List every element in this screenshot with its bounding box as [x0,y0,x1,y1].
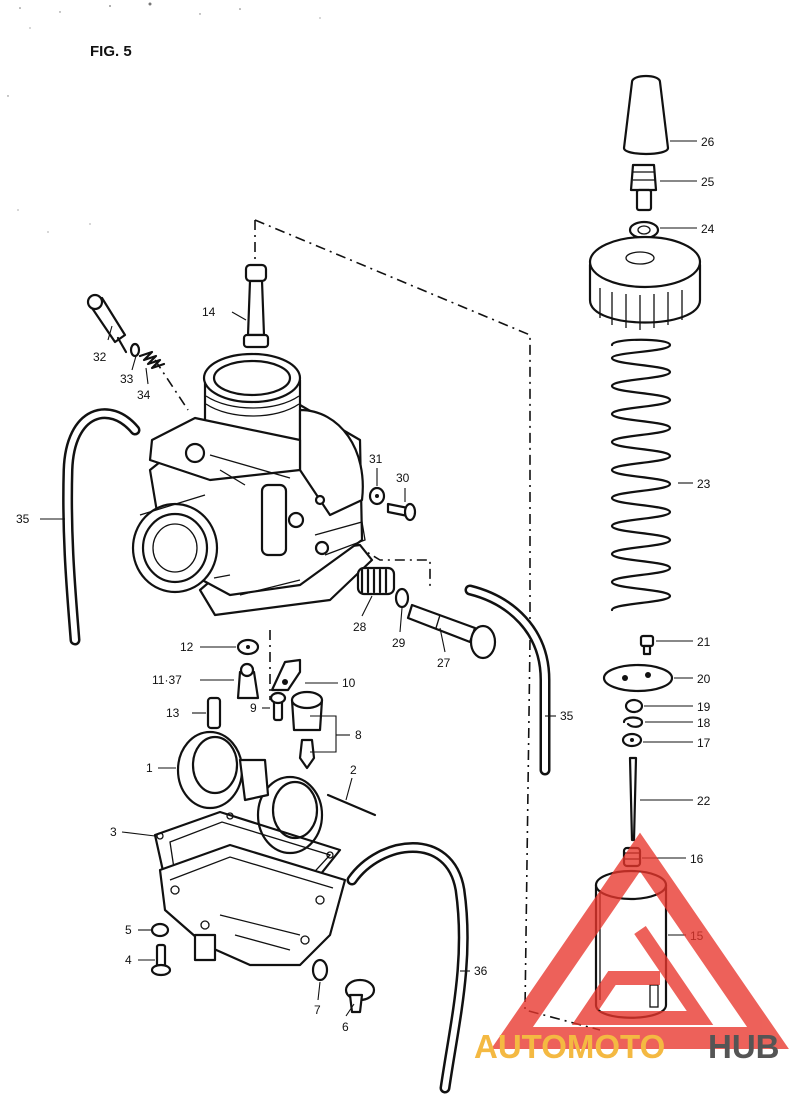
part-label-19: 19 [697,700,711,714]
cable-adjuster [629,163,658,212]
throttle-stop-screw [242,263,270,349]
part-label-21: 21 [697,635,711,649]
watermark-text: AUTOMOTO HUB [474,1028,780,1065]
pilot-screw-spring [138,350,166,370]
washer-17 [621,732,643,748]
needle-retainer-plate [602,663,674,693]
adjuster-locknut [628,220,660,240]
watermark-text-automoto: AUTOMOTO [474,1028,665,1065]
leader-lines [40,140,697,1017]
float-assembly [176,730,324,855]
part-label-14: 14 [202,305,216,319]
overflow-hose [346,842,469,1094]
washer-19 [624,698,644,714]
carburetor-top-cap [588,235,702,330]
part-label-36: 36 [474,964,488,978]
needle-jet [206,696,222,730]
part-label-10: 10 [342,676,356,690]
fuel-hose-right [464,584,551,776]
part-label-5: 5 [125,923,132,937]
drain-plug-6 [344,978,376,1014]
screw-30 [386,502,417,522]
part-label-11-37: 11·37 [152,673,182,687]
part-label-7: 7 [314,1003,321,1017]
part-label-30: 30 [396,471,410,485]
watermark-text-hub: HUB [708,1028,780,1065]
part-label-23: 23 [697,477,711,491]
screw-4 [150,943,172,977]
part-label-16: 16 [690,852,704,866]
part-label-32: 32 [93,350,107,364]
part-label-6: 6 [342,1020,349,1034]
air-screw [406,603,497,660]
washer-31 [368,486,386,506]
screw-21 [639,634,655,656]
washer-7 [311,958,329,982]
main-jet [236,662,260,700]
washer-12 [236,638,260,656]
part-label-3: 3 [110,825,117,839]
part-label-27: 27 [437,656,451,670]
part-label-8: 8 [355,728,362,742]
part-label-34: 34 [137,388,151,402]
part-label-31: 31 [369,452,383,466]
float-valve [290,690,324,770]
air-screw-spring [356,566,396,596]
float-pin [326,793,377,817]
float-chamber [158,843,347,967]
part-label-20: 20 [697,672,711,686]
part-label-17: 17 [697,736,711,750]
part-label-33: 33 [120,372,134,386]
pilot-screw-o-ring [129,342,141,358]
part-label-25: 25 [701,175,715,189]
part-label-9: 9 [250,701,257,715]
throttle-spring [610,338,672,612]
figure-title: FIG. 5 [90,43,132,60]
pilot-screw [86,293,128,354]
needle-clip [622,716,644,728]
part-label-22: 22 [697,794,711,808]
part-label-28: 28 [353,620,367,634]
float-clip [270,658,302,692]
scan-noise [7,2,321,233]
part-label-26: 26 [701,135,715,149]
part-label-18: 18 [697,716,711,730]
part-label-1: 1 [146,761,153,775]
carburetor-body [131,352,374,617]
part-label-13: 13 [166,706,180,720]
part-label-12: 12 [180,640,194,654]
part-labels: 14 32 33 34 35 31 30 28 29 27 35 12 11·3… [16,135,715,1034]
part-label-35-right: 35 [560,709,574,723]
washer-5 [150,922,170,938]
jet-needle [628,756,638,842]
fuel-hose-left [62,408,141,646]
watermark-logo [491,832,789,1049]
part-label-29: 29 [392,636,406,650]
part-label-2: 2 [350,763,357,777]
air-screw-o-ring [394,587,410,609]
part-label-4: 4 [125,953,132,967]
rubber-cap [622,74,670,156]
part-label-24: 24 [701,222,715,236]
screw-9 [269,691,287,722]
part-label-35-left: 35 [16,512,30,526]
